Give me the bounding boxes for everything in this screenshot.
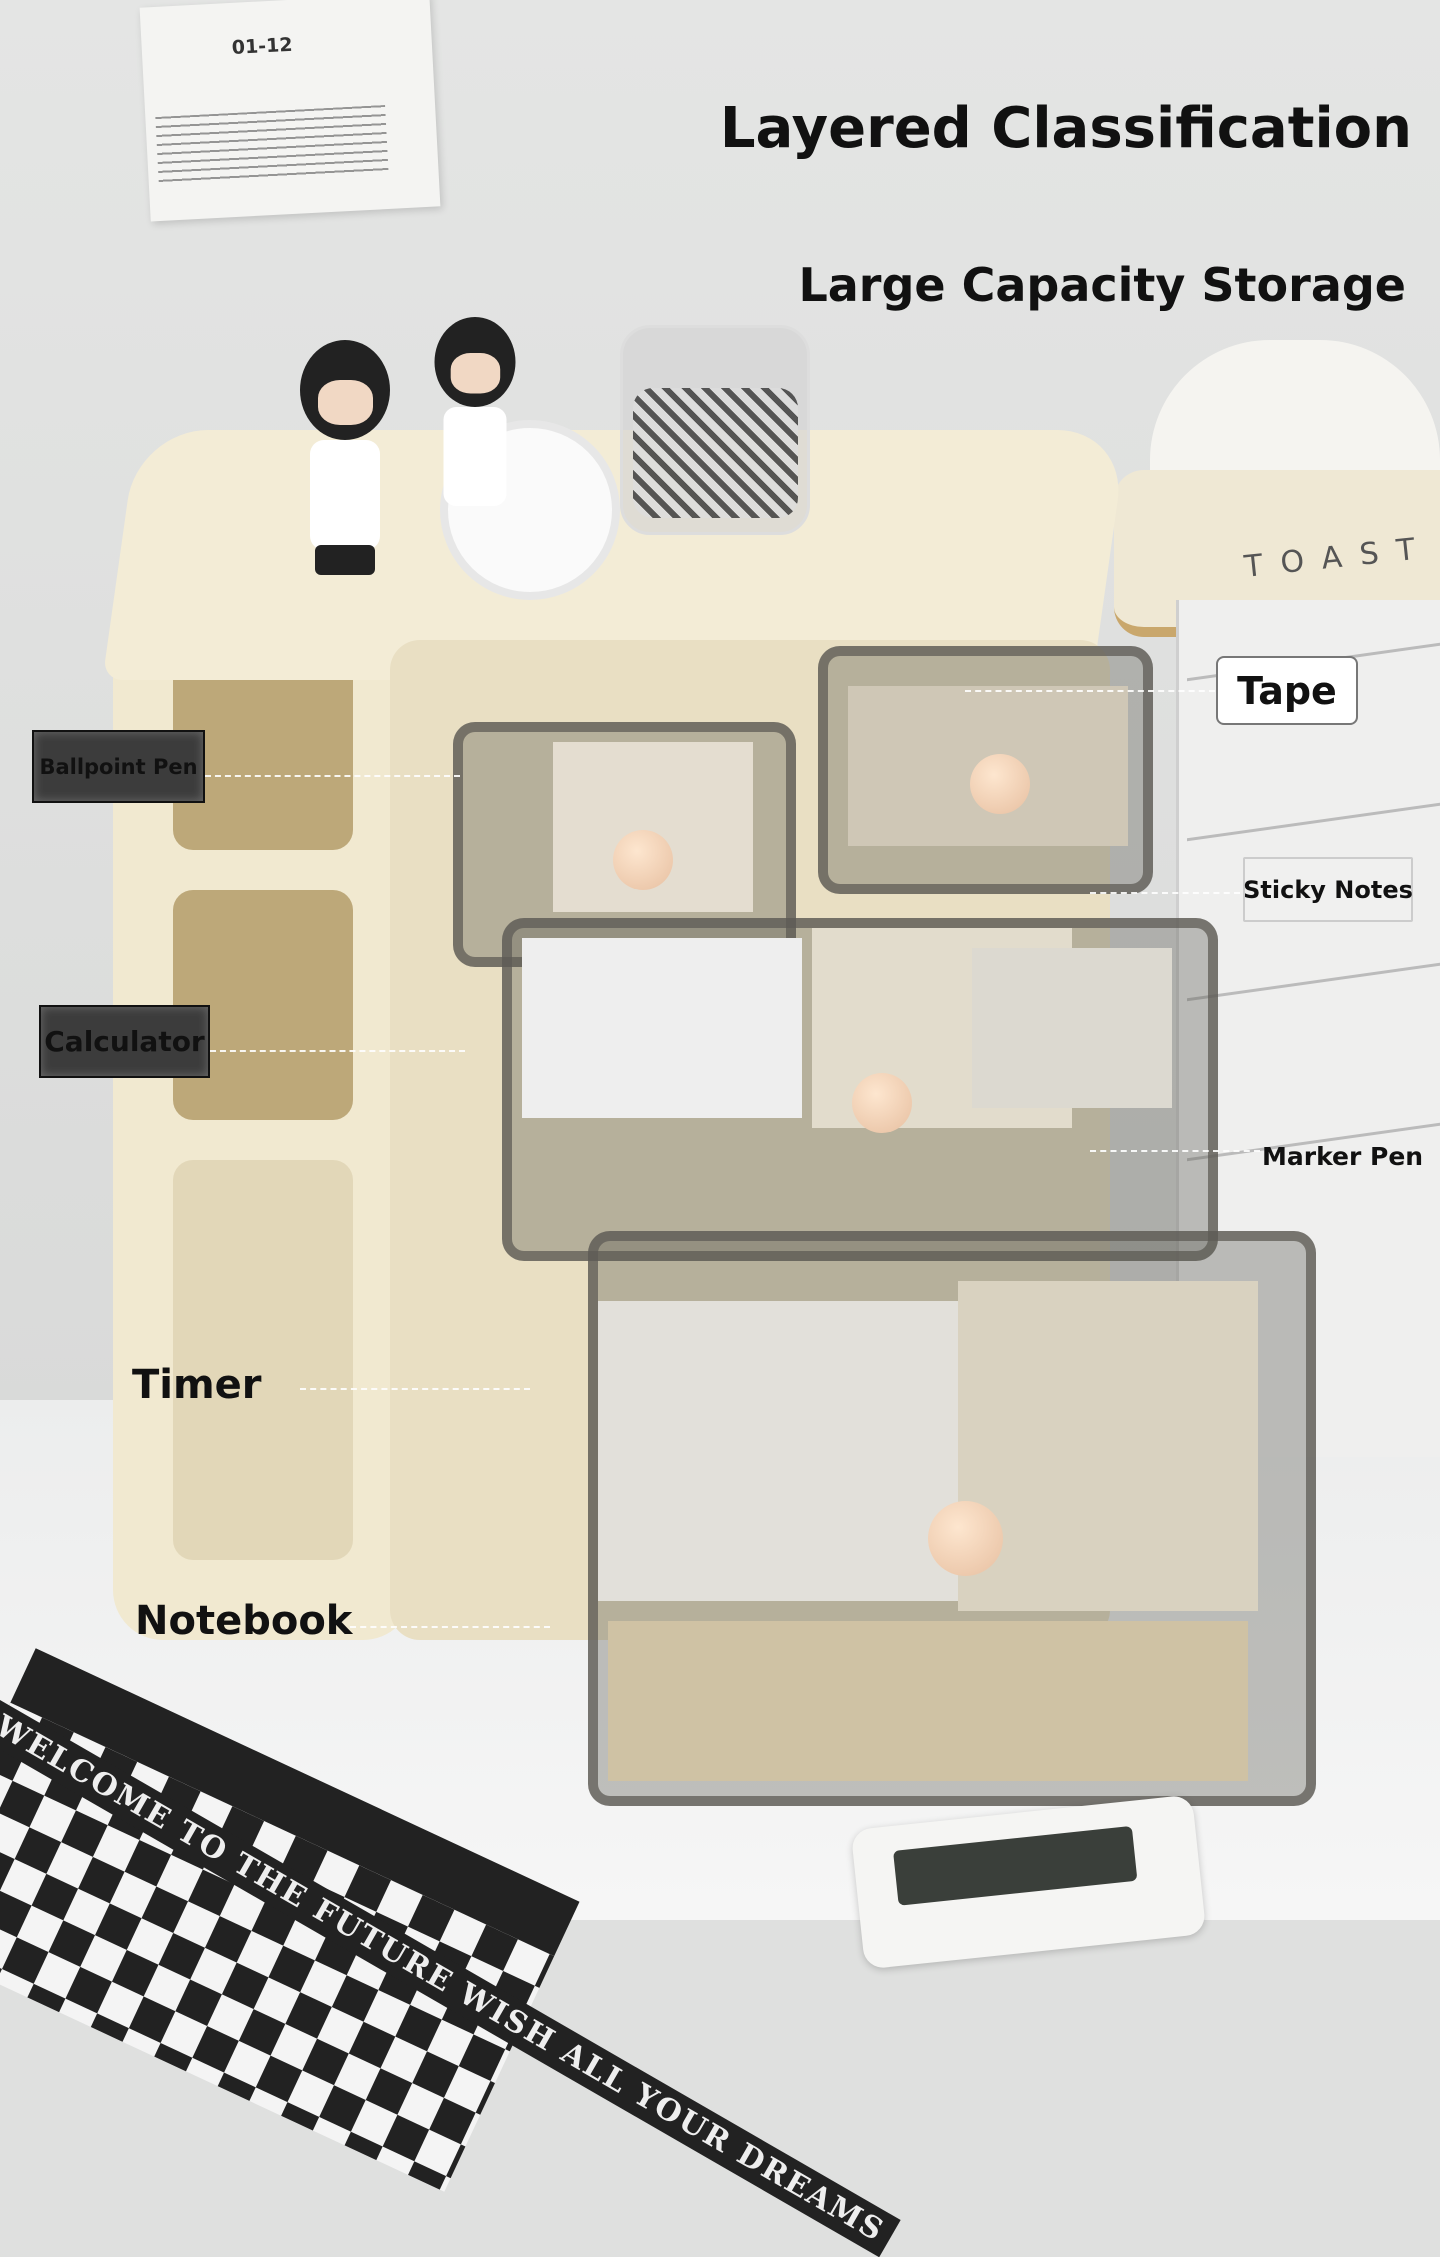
drawer-middle[interactable]	[502, 918, 1218, 1261]
label-tape: Tape	[1216, 656, 1358, 725]
drawer-knob[interactable]	[613, 830, 673, 890]
drawer-top-right[interactable]	[818, 646, 1153, 894]
calculator-screen	[893, 1825, 1138, 1906]
callout-line	[205, 775, 460, 777]
organizer-side-frame	[113, 560, 413, 1640]
callout-line	[965, 690, 1215, 692]
label-timer: Timer	[132, 1362, 262, 1408]
drawer-knob[interactable]	[970, 754, 1030, 814]
paperclips	[633, 388, 798, 518]
subheadline: Large Capacity Storage	[798, 258, 1406, 312]
callout-line	[1090, 1150, 1260, 1152]
drawer-knob[interactable]	[852, 1073, 912, 1133]
figurine	[426, 317, 525, 533]
side-window	[173, 1160, 353, 1560]
callout-line	[210, 1050, 465, 1052]
callout-line	[300, 1388, 530, 1390]
drawer-bottom[interactable]	[588, 1231, 1316, 1806]
figurine	[290, 340, 400, 580]
wall-note-paper: 01-12	[139, 0, 441, 222]
label-sticky-notes: Sticky Notes	[1243, 857, 1413, 922]
headline: Layered Classification	[719, 96, 1412, 161]
drawer-knob[interactable]	[928, 1501, 1003, 1576]
paperclip-jar	[620, 325, 810, 535]
paper-text-lines	[155, 105, 389, 187]
label-marker-pen: Marker Pen	[1262, 1142, 1424, 1171]
callout-line	[350, 1626, 550, 1628]
toaster-text: TOAST	[1242, 530, 1435, 585]
paper-date: 01-12	[231, 33, 294, 59]
callout-line	[1090, 892, 1240, 894]
label-notebook: Notebook	[135, 1598, 353, 1644]
label-ballpoint-pen: Ballpoint Pen	[32, 730, 205, 803]
label-calculator: Calculator	[39, 1005, 210, 1078]
white-drawer	[1187, 961, 1440, 1139]
